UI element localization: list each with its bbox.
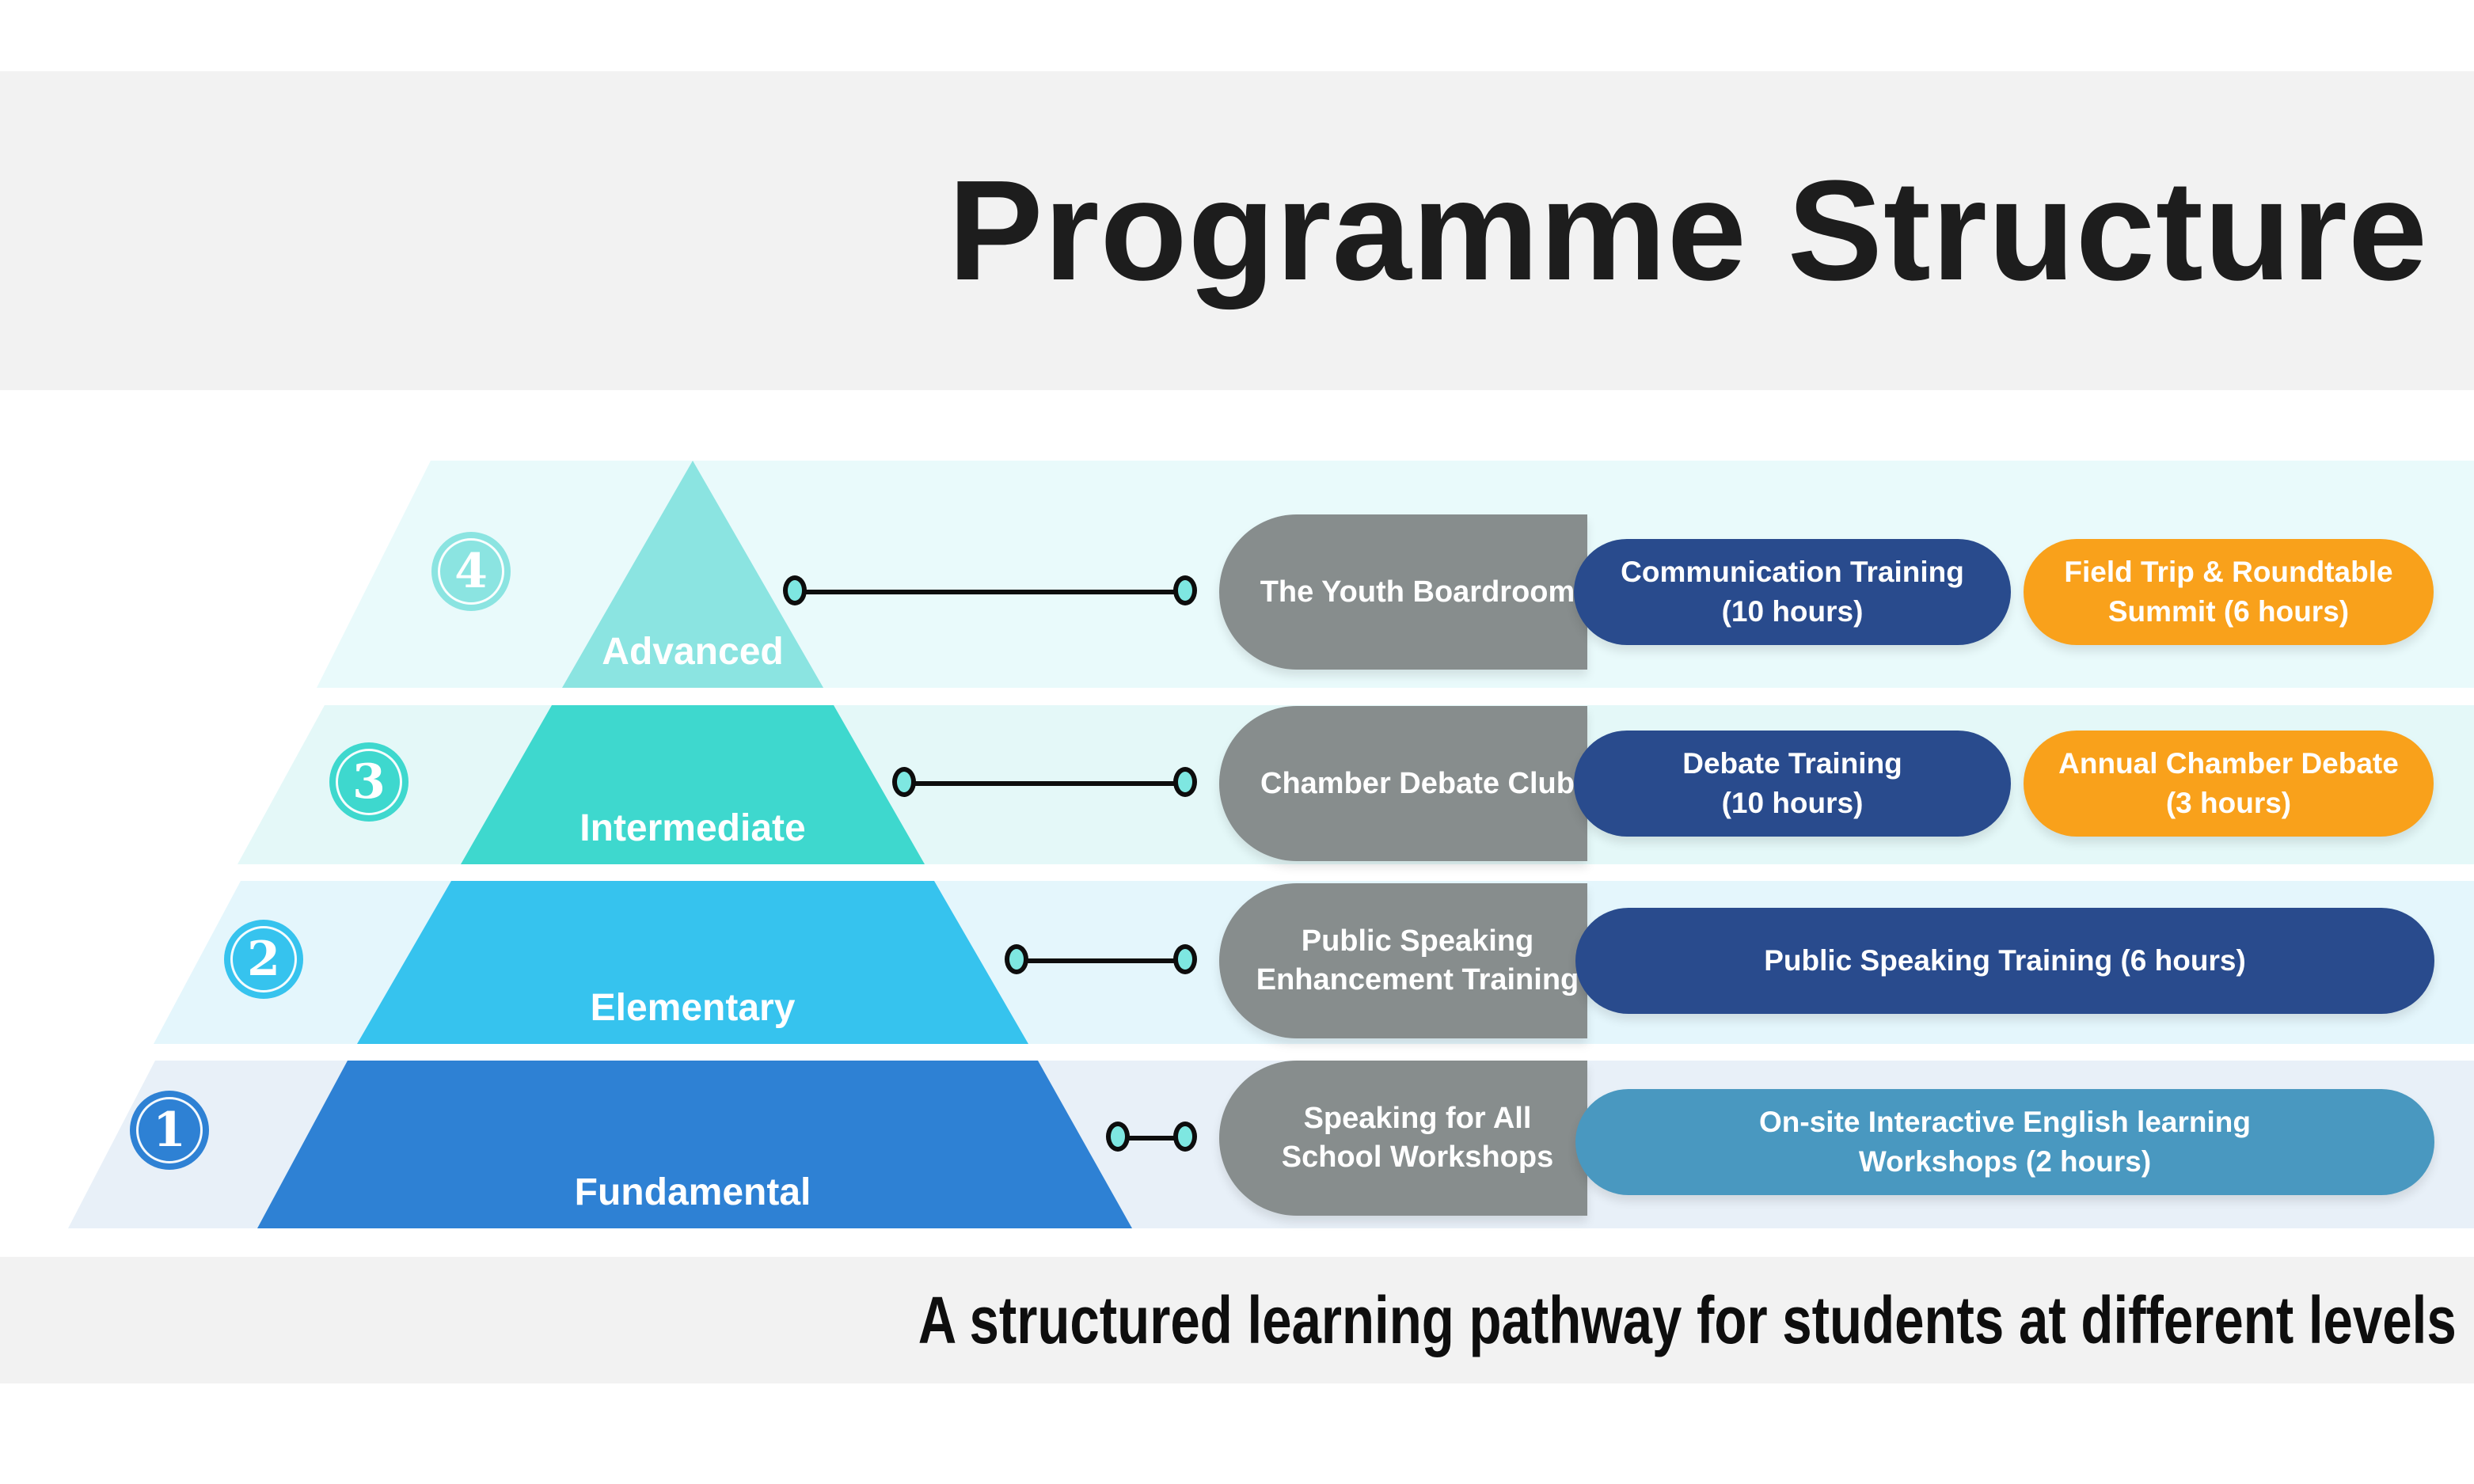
connector-line-elementary bbox=[1017, 958, 1185, 963]
connector-dot-elementary-left bbox=[1005, 944, 1028, 974]
page-title: Programme Structure bbox=[948, 151, 2428, 310]
connector-line-intermediate bbox=[904, 781, 1185, 786]
training-pill-intermediate-label: Debate Training (10 hours) bbox=[1682, 747, 1902, 819]
extra-pill-intermediate: Annual Chamber Debate (3 hours) bbox=[2024, 731, 2434, 837]
training-pill-elementary: Public Speaking Training (6 hours) bbox=[1575, 908, 2434, 1014]
level-badge-3-digit: 3 bbox=[352, 754, 386, 810]
connector-dot-fundamental-right bbox=[1173, 1122, 1197, 1152]
pyramid-label-fundamental: Fundamental bbox=[574, 1171, 811, 1213]
level-badge-2: 2 bbox=[224, 920, 303, 999]
extra-pill-advanced-label: Field Trip & Roundtable Summit (6 hours) bbox=[2064, 556, 2393, 628]
footer-band: A structured learning pathway for studen… bbox=[0, 1257, 2474, 1383]
header-band: Programme Structure bbox=[0, 71, 2474, 390]
pyramid-segment-fundamental: Fundamental bbox=[257, 1061, 1132, 1228]
club-capsule-elementary: Public Speaking Enhancement Training bbox=[1219, 883, 1587, 1038]
connector-dot-intermediate-left bbox=[892, 767, 916, 797]
training-pill-fundamental-label: On-site Interactive English learning Wor… bbox=[1759, 1106, 2251, 1178]
level-badge-4: 4 bbox=[431, 532, 511, 611]
page-subtitle: A structured learning pathway for studen… bbox=[918, 1282, 2457, 1357]
connector-dot-advanced-right bbox=[1173, 575, 1197, 605]
level-badge-1-digit: 1 bbox=[153, 1103, 186, 1158]
club-capsule-elementary-label: Public Speaking Enhancement Training bbox=[1256, 924, 1579, 996]
connector-dot-fundamental-left bbox=[1106, 1122, 1130, 1152]
connector-line-fundamental bbox=[1118, 1136, 1185, 1141]
level-badge-2-digit: 2 bbox=[247, 932, 280, 987]
club-capsule-fundamental: Speaking for All School Workshops bbox=[1219, 1061, 1587, 1216]
pyramid-label-intermediate: Intermediate bbox=[580, 807, 806, 849]
connector-line-advanced bbox=[795, 590, 1185, 594]
level-badge-4-digit: 4 bbox=[454, 544, 488, 599]
training-pill-advanced: Communication Training (10 hours) bbox=[1574, 539, 2011, 645]
pyramid-segment-intermediate: Intermediate bbox=[461, 705, 925, 864]
extra-pill-advanced: Field Trip & Roundtable Summit (6 hours) bbox=[2024, 539, 2434, 645]
connector-dot-elementary-right bbox=[1173, 944, 1197, 974]
level-badge-3: 3 bbox=[329, 742, 409, 822]
training-pill-intermediate: Debate Training (10 hours) bbox=[1574, 731, 2011, 837]
club-capsule-advanced-label: The Youth Boardroom bbox=[1260, 575, 1575, 609]
connector-dot-advanced-left bbox=[783, 575, 807, 605]
level-badge-1: 1 bbox=[130, 1091, 209, 1170]
club-capsule-advanced: The Youth Boardroom bbox=[1219, 514, 1587, 670]
pyramid-segment-elementary: Elementary bbox=[357, 881, 1028, 1044]
club-capsule-intermediate: Chamber Debate Club bbox=[1219, 706, 1587, 861]
training-pill-elementary-label: Public Speaking Training (6 hours) bbox=[1764, 944, 2246, 977]
training-pill-advanced-label: Communication Training (10 hours) bbox=[1621, 556, 1964, 628]
pyramid-label-advanced: Advanced bbox=[602, 631, 784, 673]
club-capsule-intermediate-label: Chamber Debate Club bbox=[1260, 766, 1575, 800]
connector-dot-intermediate-right bbox=[1173, 767, 1197, 797]
pyramid-label-elementary: Elementary bbox=[590, 987, 796, 1029]
extra-pill-intermediate-label: Annual Chamber Debate (3 hours) bbox=[2058, 747, 2399, 819]
club-capsule-fundamental-label: Speaking for All School Workshops bbox=[1281, 1102, 1554, 1174]
training-pill-fundamental: On-site Interactive English learning Wor… bbox=[1575, 1089, 2434, 1195]
